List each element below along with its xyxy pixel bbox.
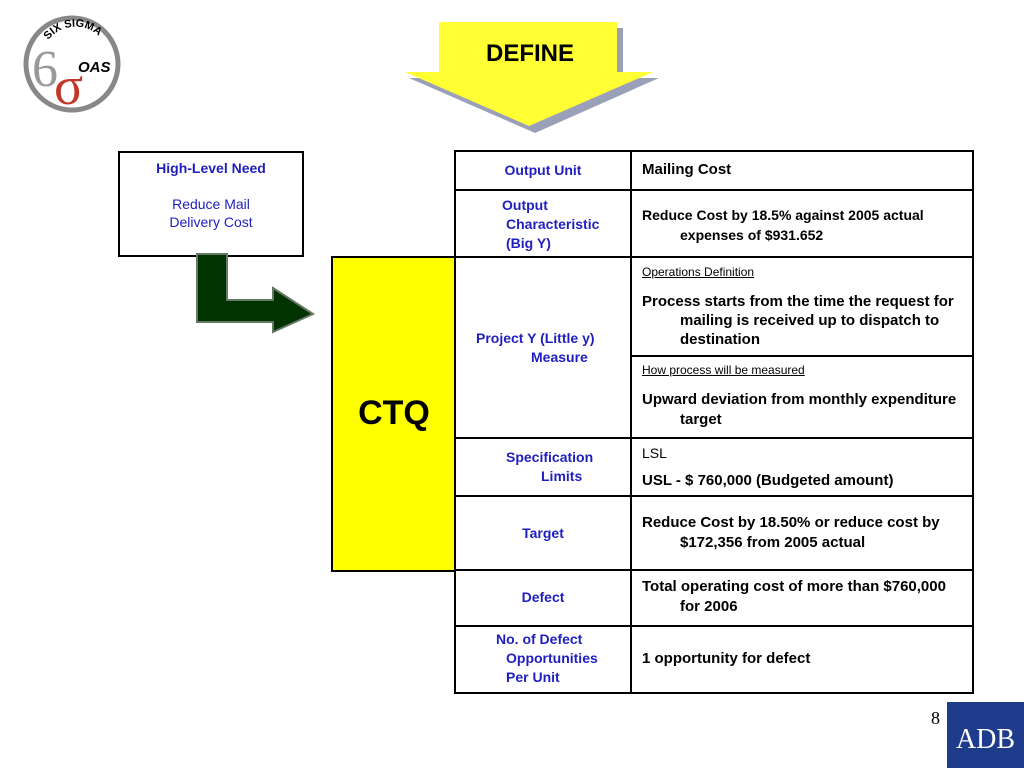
operations-definition-value: Process starts from the time the request… xyxy=(642,293,954,348)
specification-limits-label: Specification Limits xyxy=(456,448,630,486)
need-body-line-2: Delivery Cost xyxy=(169,214,253,230)
adb-logo: ADB xyxy=(947,702,1024,768)
turn-right-arrow-icon xyxy=(196,253,316,334)
label-line: Output xyxy=(502,197,548,213)
six-sigma-logo: SIX SIGMA 6 σ OAS xyxy=(23,15,121,114)
operations-definition-heading: Operations Definition xyxy=(642,265,755,279)
ctq-label: CTQ xyxy=(358,394,430,432)
label-line: Measure xyxy=(531,349,588,365)
lsl-value: LSL xyxy=(642,445,667,461)
row-divider xyxy=(454,495,974,497)
row-divider xyxy=(454,437,974,439)
high-level-need-box: High-Level Need Reduce Mail Delivery Cos… xyxy=(118,151,304,257)
logo-brand-text: OAS xyxy=(78,59,111,76)
svg-text:6: 6 xyxy=(32,41,58,98)
label-line: Specification xyxy=(506,449,594,465)
ctq-table xyxy=(454,150,974,694)
label-line: Per Unit xyxy=(506,669,560,685)
label-line: No. of Defect xyxy=(496,631,583,647)
output-unit-label: Output Unit xyxy=(504,162,582,178)
svg-text:σ: σ xyxy=(54,56,83,114)
row-divider xyxy=(631,355,974,357)
define-label: DEFINE xyxy=(485,40,574,67)
label-line: Opportunities xyxy=(506,650,598,666)
label-line: Project Y (Little y) xyxy=(476,330,595,346)
row-divider xyxy=(454,625,974,627)
usl-value: USL - $ 760,000 (Budgeted amount) xyxy=(642,472,894,489)
row-divider xyxy=(454,569,974,571)
output-characteristic-value: Reduce Cost by 18.5% against 2005 actual… xyxy=(642,207,924,243)
target-value: Reduce Cost by 18.50% or reduce cost by … xyxy=(642,514,940,551)
output-unit-value: Mailing Cost xyxy=(642,161,732,178)
define-arrow-icon xyxy=(405,22,659,133)
page-number: 8 xyxy=(931,708,940,728)
row-divider xyxy=(454,256,974,258)
measurement-method-value: Upward deviation from monthly expenditur… xyxy=(642,391,957,428)
row-divider xyxy=(454,189,974,191)
defect-opportunities-label: No. of Defect Opportunities Per Unit xyxy=(456,630,630,687)
table-divider xyxy=(630,150,632,694)
defect-opportunities-value: 1 opportunity for defect xyxy=(642,650,811,667)
output-characteristic-label: Output Characteristic (Big Y) xyxy=(456,196,630,253)
label-line: Characteristic xyxy=(506,216,600,232)
need-body-line-1: Reduce Mail xyxy=(172,196,250,212)
need-title: High-Level Need xyxy=(156,160,266,176)
measurement-method-heading: How process will be measured xyxy=(642,363,805,377)
defect-value: Total operating cost of more than $760,0… xyxy=(642,578,946,615)
label-line: (Big Y) xyxy=(506,235,551,251)
target-label: Target xyxy=(522,525,564,541)
label-line: Limits xyxy=(541,468,583,484)
defect-label: Defect xyxy=(521,589,565,605)
project-y-label: Project Y (Little y) Measure xyxy=(456,329,630,367)
